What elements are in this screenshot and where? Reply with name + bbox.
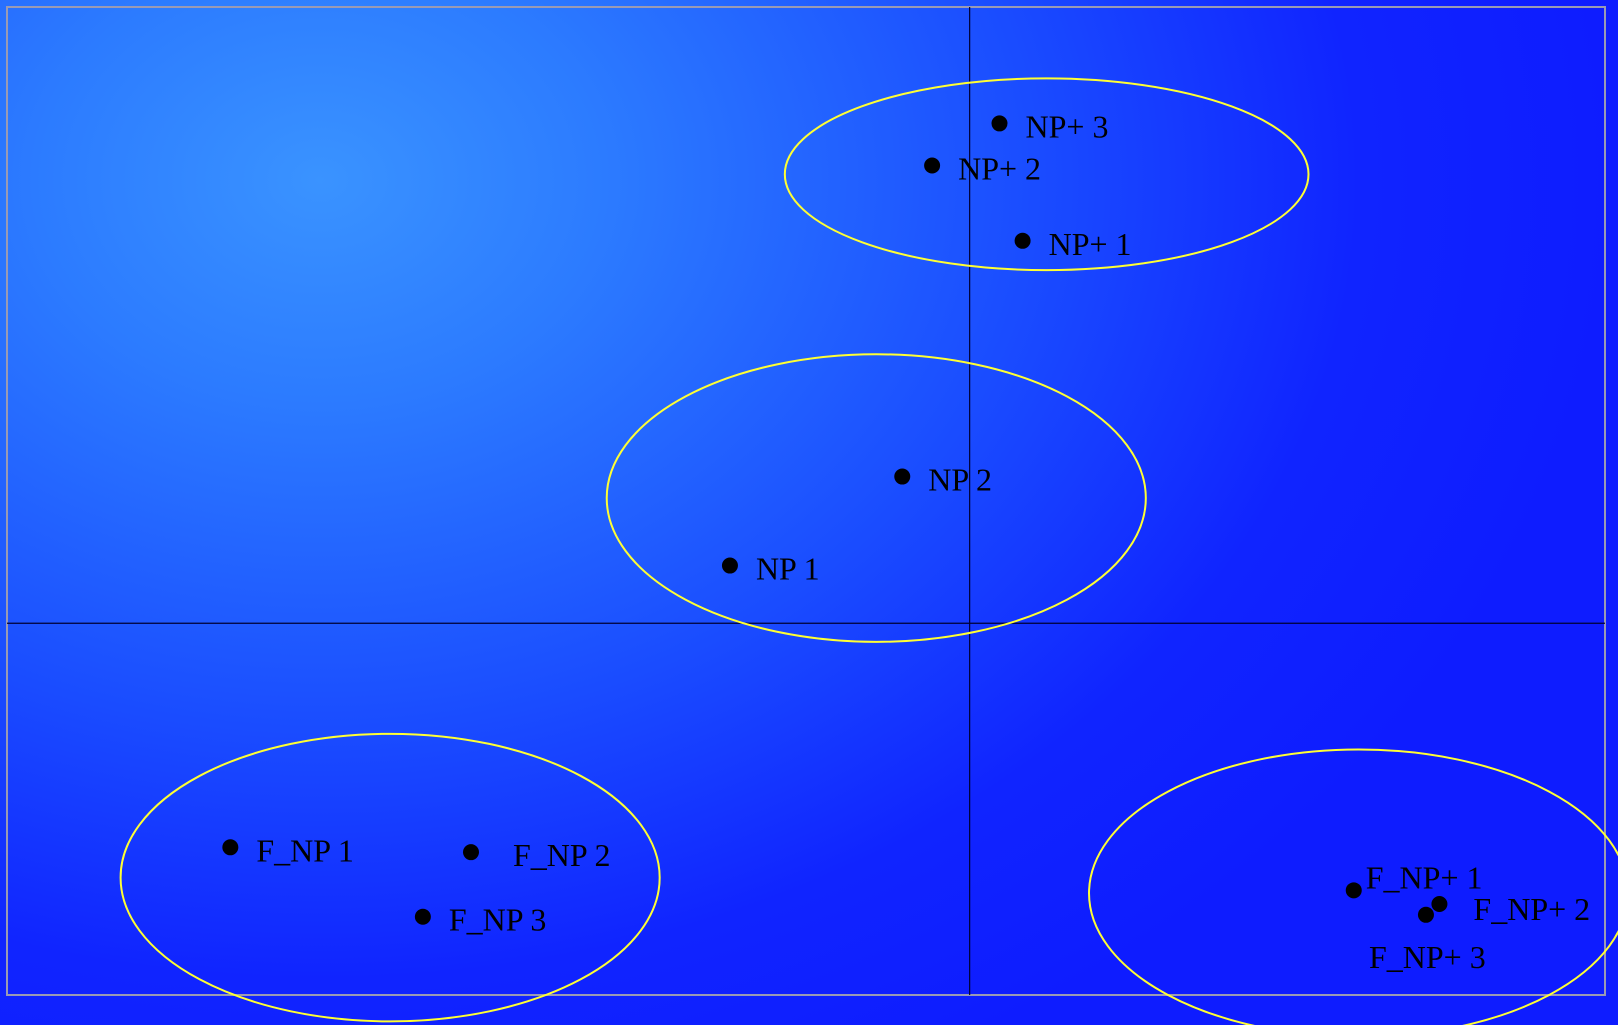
point-label-5: NP 1 [756, 551, 820, 587]
data-point-3 [1014, 232, 1031, 249]
data-point-2 [924, 157, 941, 174]
data-point-9 [1345, 882, 1362, 899]
point-label-3: NP+ 1 [1049, 226, 1132, 262]
point-label-11: F_NP+ 3 [1369, 939, 1486, 975]
data-point-7 [462, 844, 479, 861]
cluster-ellipses [119, 77, 1618, 1025]
point-label-1: NP+ 3 [1025, 108, 1108, 144]
cluster-ellipse-4 [1088, 748, 1618, 1025]
point-label-7: F_NP 2 [513, 837, 611, 873]
cluster-ellipse-1 [783, 77, 1310, 272]
point-label-6: F_NP 1 [256, 832, 354, 868]
data-point-1 [991, 115, 1008, 132]
plot-frame [6, 6, 1606, 996]
cluster-ellipse-2 [605, 353, 1147, 643]
data-point-10 [1431, 896, 1448, 913]
cluster-ellipse-3 [119, 732, 661, 1023]
data-point-8 [414, 908, 431, 925]
point-label-4: NP 2 [928, 462, 992, 498]
data-point-4 [894, 468, 911, 485]
point-label-8: F_NP 3 [449, 902, 547, 938]
point-label-10: F_NP+ 2 [1473, 891, 1590, 927]
data-point-6 [222, 839, 239, 856]
data-points [222, 115, 1448, 925]
point-label-2: NP+ 2 [958, 150, 1041, 186]
data-point-11 [1417, 906, 1434, 923]
point-label-9: F_NP+ 1 [1366, 859, 1483, 895]
point-labels: NP+ 3 NP+ 2 NP+ 1 NP 2 NP 1 F_NP 1 F_NP 2 F_NP … [256, 108, 1590, 974]
data-point-5 [721, 557, 738, 574]
